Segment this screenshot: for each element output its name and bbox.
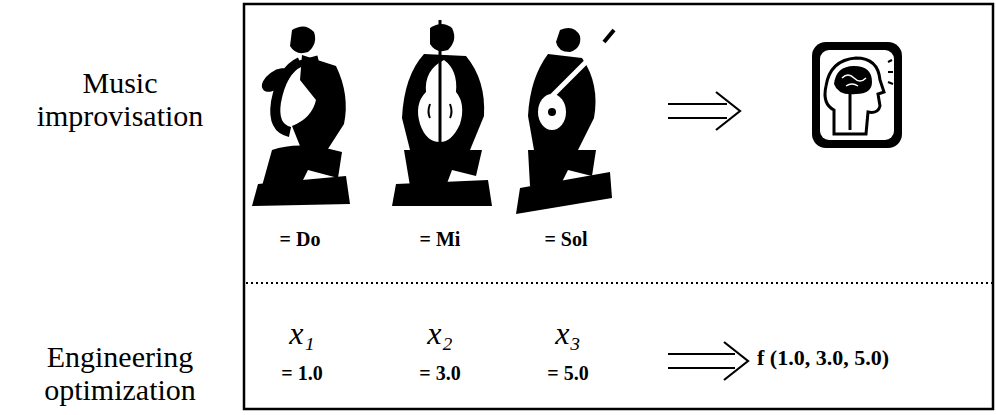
note-name: = Sol [516, 228, 616, 250]
saxophone-player [252, 26, 350, 206]
row-title: Music improvisation [2, 66, 238, 132]
variable-value: = 1.0 [252, 362, 352, 384]
note-name: = Mi [390, 228, 490, 250]
double-arrow [668, 92, 740, 130]
function-call: f (1.0, 3.0, 5.0) [757, 346, 889, 370]
variable-name: x₁ [262, 316, 342, 351]
variable-value: = 3.0 [390, 362, 490, 384]
variable-name: x₂ [400, 316, 480, 351]
divider-line [246, 282, 992, 284]
brain-icon [812, 42, 902, 148]
guitar-player [516, 28, 614, 214]
note-name: = Do [250, 228, 350, 250]
variable-value: = 5.0 [518, 362, 618, 384]
double-arrow [668, 342, 748, 380]
row-title: Engineering optimization [2, 340, 238, 406]
frame [244, 4, 993, 409]
variable-name: x₃ [528, 316, 608, 351]
violin-player [392, 20, 492, 206]
